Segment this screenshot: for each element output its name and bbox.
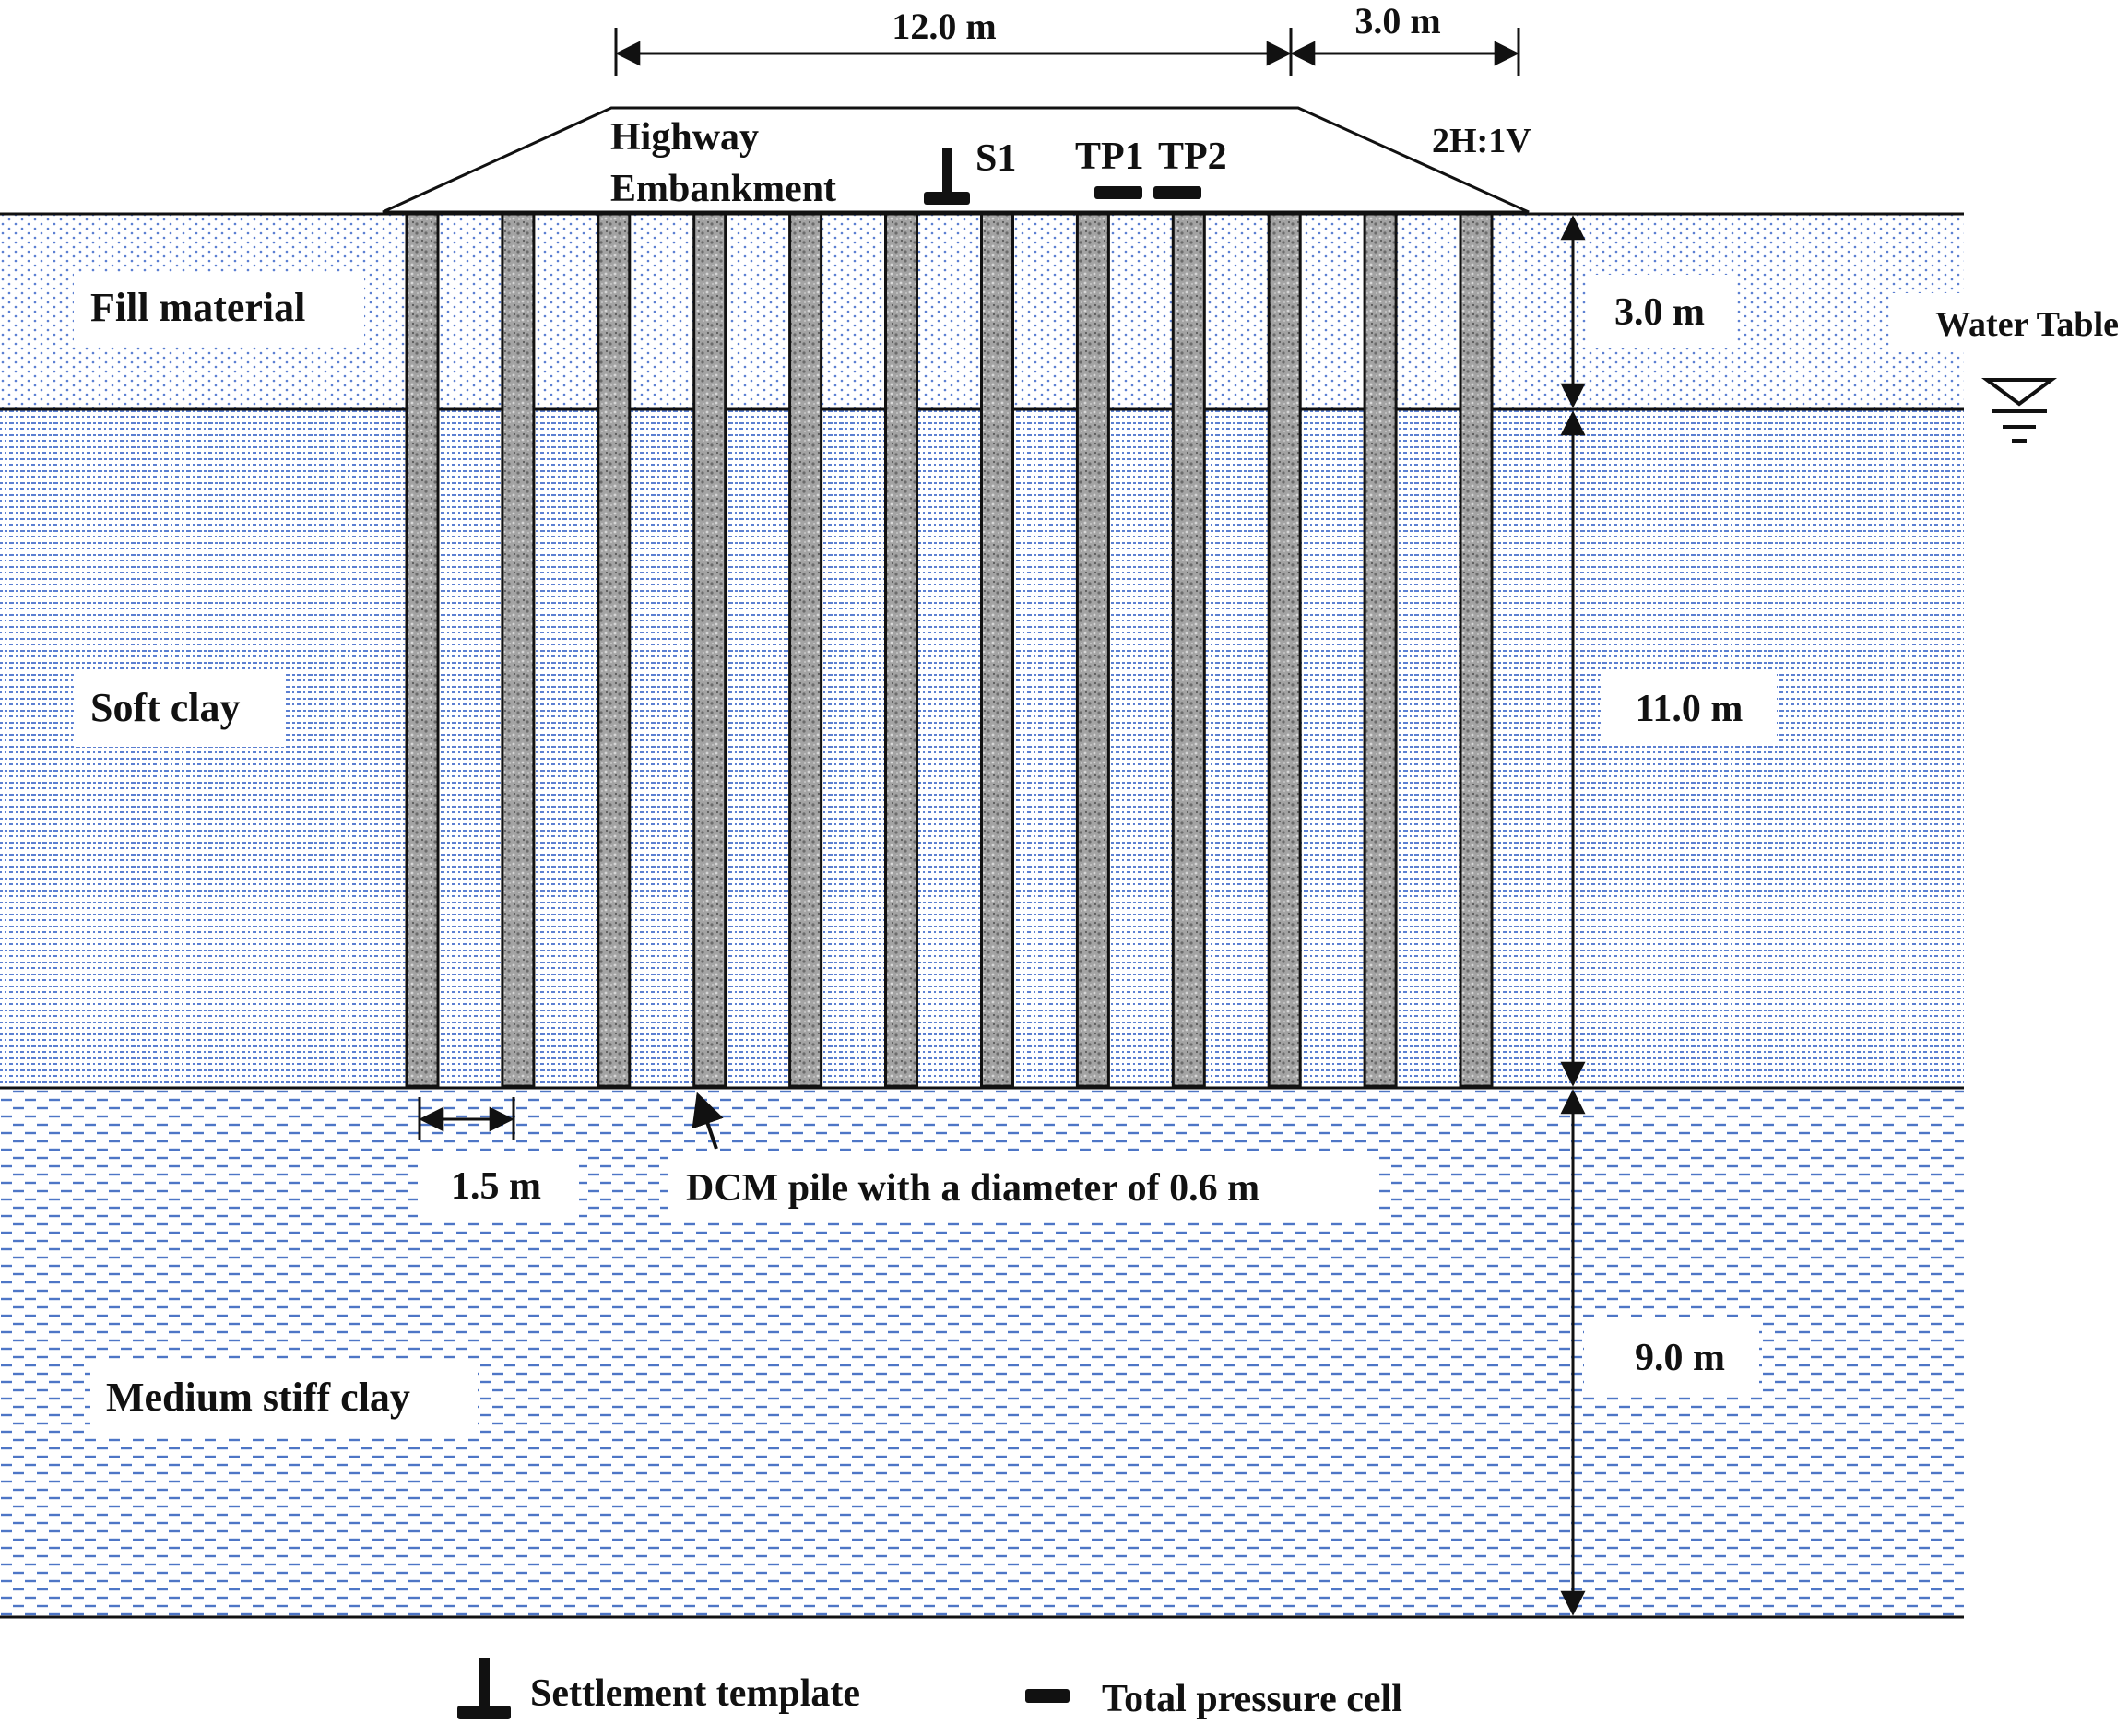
embankment-label-line2: Embankment (610, 168, 836, 210)
dcm-pile (884, 212, 918, 1088)
embankment-shape (382, 106, 1530, 214)
dcm-piles (405, 212, 1494, 1088)
fill-thickness-label: 3.0 m (1614, 291, 1705, 334)
slope-ratio-label: 2H:1V (1432, 122, 1531, 160)
water-table-label-box (1890, 293, 2125, 352)
pile-callout-box (668, 1151, 1378, 1221)
dcm-pile (788, 212, 823, 1088)
legend-settlement-template-label: Settlement template (530, 1672, 860, 1715)
soft-clay-label: Soft clay (90, 685, 241, 730)
soft-clay-label-box (74, 673, 286, 747)
legend-settlement-template-icon (457, 1658, 511, 1719)
pile-callout-label: DCM pile with a diameter of 0.6 m (686, 1167, 1259, 1210)
medium-stiff-clay-label: Medium stiff clay (106, 1375, 410, 1420)
pile-callout-arrow (692, 1092, 724, 1150)
embankment-label-line1: Highway (610, 116, 759, 159)
dcm-pile (1171, 212, 1206, 1088)
dcm-pile (501, 212, 536, 1088)
dcm-pile (1075, 212, 1110, 1088)
medium-clay-thickness-label-box (1584, 1320, 1759, 1394)
legend-pressure-cell-icon (1025, 1689, 1070, 1703)
pressure-cell-tp1-label: TP1 (1075, 136, 1144, 178)
dcm-pile (692, 212, 727, 1088)
dcm-pile (1267, 212, 1302, 1088)
pressure-cell-tp2-icon (1153, 186, 1201, 199)
crest-width-label: 12.0 m (892, 6, 996, 47)
legend-pressure-cell-label: Total pressure cell (1102, 1678, 1402, 1720)
pile-spacing-label-box (418, 1151, 579, 1221)
dcm-pile (1459, 212, 1494, 1088)
fill-thickness-label-box (1588, 275, 1735, 348)
water-table-icon (1980, 378, 2058, 443)
slope-width-label: 3.0 m (1354, 0, 1440, 41)
water-table-label: Water Table (1935, 305, 2119, 344)
medium-stiff-clay-label-box (90, 1363, 478, 1436)
fill-label-box (74, 272, 364, 346)
soft-clay-thickness-label: 11.0 m (1636, 688, 1744, 730)
pressure-cell-tp1-icon (1094, 186, 1142, 199)
soft-clay-thickness-label-box (1602, 671, 1777, 745)
dcm-pile (597, 212, 632, 1088)
medium-clay-thickness-label: 9.0 m (1635, 1337, 1725, 1379)
settlement-template-icon (924, 148, 970, 205)
dcm-pile (980, 212, 1014, 1088)
dcm-pile (1363, 212, 1398, 1088)
settlement-template-s1-label: S1 (975, 137, 1016, 180)
pile-spacing-label: 1.5 m (451, 1165, 541, 1208)
fill-material-label: Fill material (90, 285, 305, 330)
dcm-pile (405, 212, 440, 1088)
pressure-cell-tp2-label: TP2 (1158, 136, 1227, 178)
